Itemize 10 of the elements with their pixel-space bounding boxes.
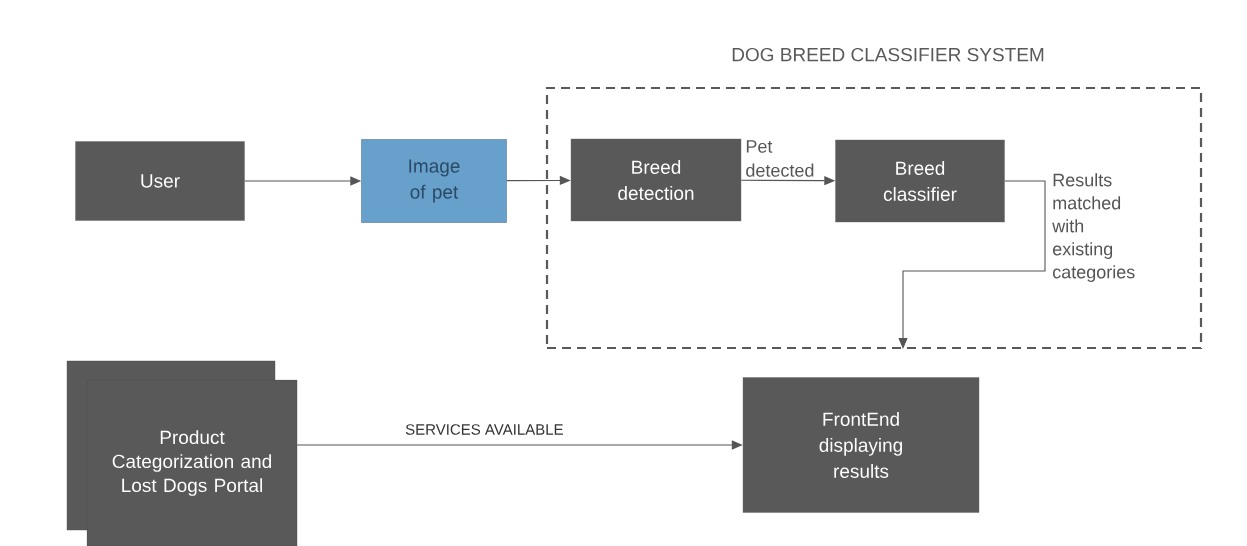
group-title: DOG BREED CLASSIFIER SYSTEM bbox=[732, 47, 1044, 62]
edge-label: Pet detected bbox=[746, 140, 814, 177]
stacked-box: Product Categorization and Lost Dogs Portal bbox=[66, 360, 298, 546]
input-box: Image of pet bbox=[361, 139, 507, 223]
process-box: FrontEnd displaying results bbox=[742, 377, 980, 513]
edge-label: Results matched with existing categories bbox=[1052, 173, 1135, 282]
edge-label: SERVICES AVAILABLE bbox=[405, 424, 563, 435]
process-box: Breed classifier bbox=[835, 139, 1005, 223]
process-box: Breed detection bbox=[570, 138, 742, 222]
process-box: User bbox=[75, 141, 245, 221]
